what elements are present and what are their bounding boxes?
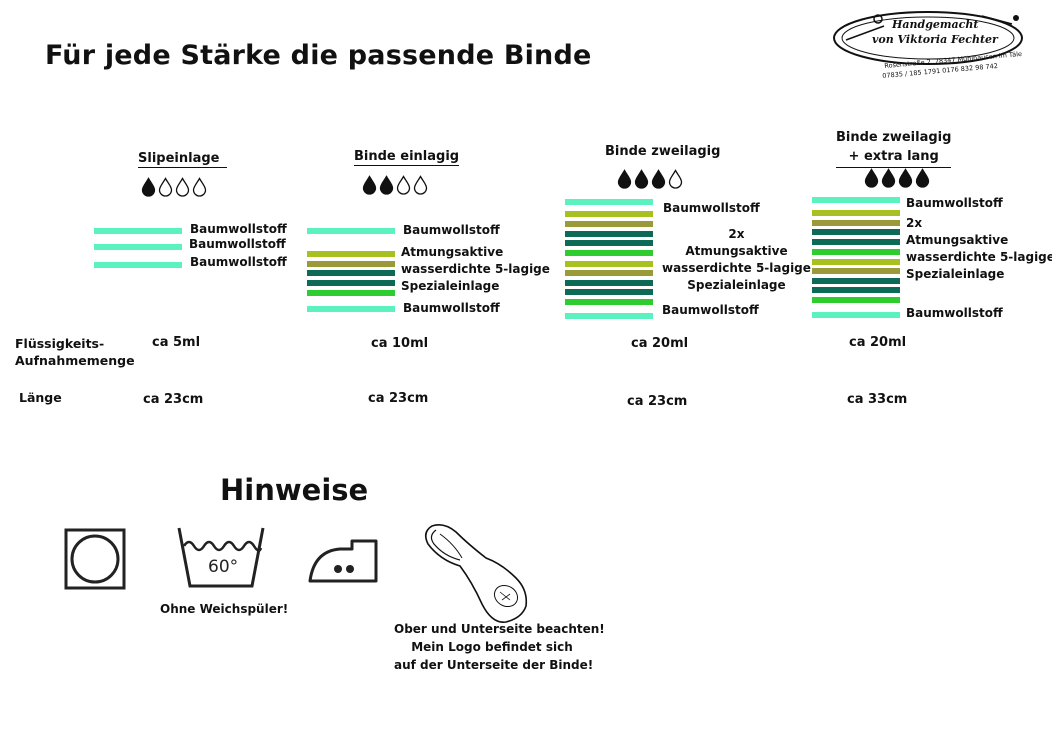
col1-layer-label: Baumwollstoff bbox=[189, 237, 286, 251]
col1-title: Slipeinlage bbox=[138, 151, 227, 168]
drop-filled-icon bbox=[864, 168, 879, 188]
col3-drops bbox=[617, 169, 683, 189]
col3-layer bbox=[565, 299, 653, 305]
col3-layer bbox=[565, 211, 653, 217]
col4-label-mid: 2x Atmungsaktive wasserdichte 5-lagige S… bbox=[906, 216, 1052, 281]
page-title: Für jede Stärke die passende Binde bbox=[45, 40, 592, 71]
col3-layer bbox=[565, 240, 653, 246]
col4-layer bbox=[812, 249, 900, 255]
drop-filled-icon bbox=[617, 169, 632, 189]
drop-empty-icon bbox=[158, 177, 173, 197]
drop-empty-icon bbox=[668, 169, 683, 189]
col4-layer bbox=[812, 312, 900, 318]
col4-layer bbox=[812, 259, 900, 265]
col2-label-mid: Atmungsaktive wasserdichte 5-lagige Spez… bbox=[401, 245, 550, 293]
note-logo-side: Ober und Unterseite beachten! Mein Logo … bbox=[394, 622, 605, 672]
col2-layer bbox=[307, 306, 395, 312]
length-value: ca 33cm bbox=[847, 392, 908, 407]
wash-60-icon: 60° bbox=[176, 524, 266, 594]
col2-layer bbox=[307, 280, 395, 286]
drop-filled-icon bbox=[881, 168, 896, 188]
col3-layer bbox=[565, 289, 653, 295]
col4-layer bbox=[812, 229, 900, 235]
col1-drops bbox=[141, 177, 207, 197]
col3-layer bbox=[565, 199, 653, 205]
pad-reverse-icon bbox=[424, 524, 528, 623]
col2-label-top: Baumwollstoff bbox=[403, 223, 500, 237]
iron-medium-icon bbox=[308, 539, 378, 583]
col2-layer bbox=[307, 290, 395, 296]
col4-layer bbox=[812, 197, 900, 203]
drop-filled-icon bbox=[634, 169, 649, 189]
col4-layer bbox=[812, 239, 900, 245]
col3-layer bbox=[565, 313, 653, 319]
wash-temp-label: 60° bbox=[208, 557, 239, 577]
logo-ellipse-icon bbox=[833, 11, 1023, 65]
drop-filled-icon bbox=[141, 177, 156, 197]
col2-layer bbox=[307, 251, 395, 257]
col1-layer-label: Baumwollstoff bbox=[190, 222, 287, 236]
col3-layer bbox=[565, 280, 653, 286]
col4-layer bbox=[812, 268, 900, 274]
drop-filled-icon bbox=[379, 175, 394, 195]
col2-title: Binde einlagig bbox=[354, 149, 460, 166]
col3-layer bbox=[565, 221, 653, 227]
capacity-value: ca 10ml bbox=[371, 336, 429, 351]
col4-layer bbox=[812, 278, 900, 284]
col3-layer bbox=[565, 270, 653, 276]
length-value: ca 23cm bbox=[143, 392, 204, 407]
logo-line2: von Viktoria Fechter bbox=[872, 33, 998, 46]
logo-line1: Handgemacht bbox=[892, 18, 979, 31]
col4-label-bottom: Baumwollstoff bbox=[906, 306, 1003, 320]
drop-empty-icon bbox=[175, 177, 190, 197]
col3-layer bbox=[565, 261, 653, 267]
col1-layer-mint bbox=[94, 228, 182, 234]
col3-label-top: Baumwollstoff bbox=[663, 201, 760, 215]
drop-empty-icon bbox=[396, 175, 411, 195]
drop-filled-icon bbox=[651, 169, 666, 189]
col4-layer bbox=[812, 287, 900, 293]
tumble-dry-icon bbox=[64, 528, 126, 590]
col3-label-mid: 2x Atmungsaktive wasserdichte 5-lagige S… bbox=[662, 227, 811, 292]
col3-label-bottom: Baumwollstoff bbox=[662, 303, 759, 317]
drop-filled-icon bbox=[898, 168, 913, 188]
row-label-capacity: Flüssigkeits- Aufnahmemenge bbox=[15, 336, 135, 368]
col2-layer bbox=[307, 270, 395, 276]
col1-layer-mint bbox=[94, 244, 182, 250]
drop-empty-icon bbox=[192, 177, 207, 197]
col2-label-bottom: Baumwollstoff bbox=[403, 301, 500, 315]
col4-label-top: Baumwollstoff bbox=[906, 196, 1003, 210]
col4-layer bbox=[812, 210, 900, 216]
row-label-length: Länge bbox=[19, 390, 62, 405]
drop-filled-icon bbox=[362, 175, 377, 195]
capacity-value: ca 5ml bbox=[152, 335, 201, 350]
col2-layer bbox=[307, 261, 395, 267]
col3-layer bbox=[565, 250, 653, 256]
col3-layer bbox=[565, 231, 653, 237]
note-softener: Ohne Weichspüler! bbox=[160, 602, 289, 616]
col4-title: Binde zweilagig + extra lang bbox=[836, 128, 952, 168]
care-heading: Hinweise bbox=[220, 473, 369, 507]
drop-filled-icon bbox=[915, 168, 930, 188]
col4-layer bbox=[812, 297, 900, 303]
col1-layer-mint bbox=[94, 262, 182, 268]
col4-drops bbox=[864, 168, 930, 188]
col2-drops bbox=[362, 175, 428, 195]
col3-title: Binde zweilagig bbox=[605, 144, 721, 159]
capacity-value: ca 20ml bbox=[631, 336, 689, 351]
col1-layer-label: Baumwollstoff bbox=[190, 255, 287, 269]
col4-layer bbox=[812, 220, 900, 226]
brand-logo: Handgemacht von Viktoria Fechter Rosenst… bbox=[832, 6, 1032, 86]
capacity-value: ca 20ml bbox=[849, 335, 907, 350]
drop-empty-icon bbox=[413, 175, 428, 195]
col2-layer bbox=[307, 228, 395, 234]
length-value: ca 23cm bbox=[627, 394, 688, 409]
length-value: ca 23cm bbox=[368, 391, 429, 406]
